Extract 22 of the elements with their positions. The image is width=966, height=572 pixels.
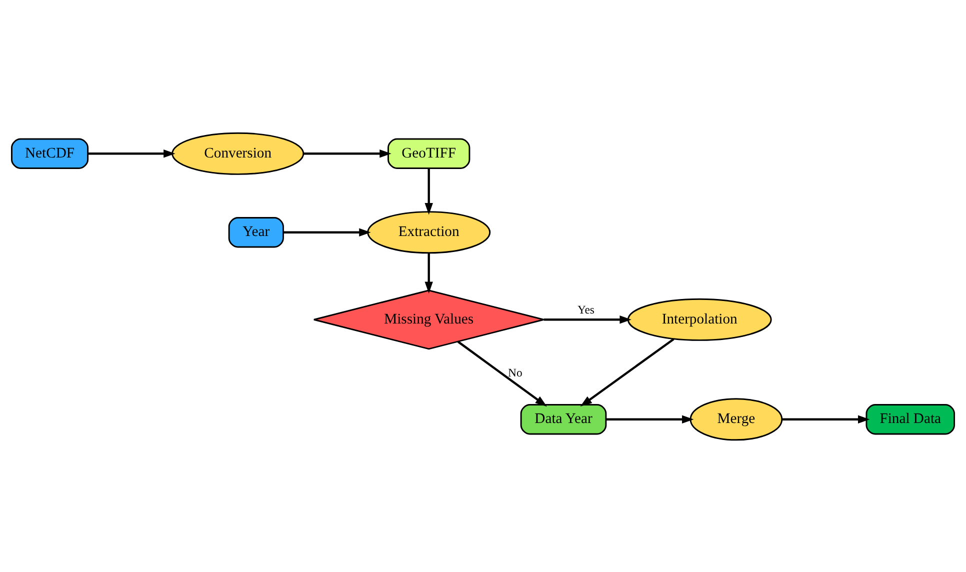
arrow [88,149,176,158]
edge-label: Yes [577,303,594,316]
arrow [544,315,632,324]
node-box: Data Year [520,404,607,434]
arrow [580,338,674,406]
arrow [424,168,433,214]
arrow [782,414,870,423]
node-ellipse: Merge [690,398,783,440]
arrow [283,228,371,236]
node-ellipse: Extraction [367,210,491,254]
node-diamond: Missing Values [313,289,544,350]
node-box: NetCDF [10,138,89,168]
arrow [457,340,547,406]
node-box: GeoTIFF [388,138,470,168]
arrow [304,149,392,158]
edge-label: No [508,366,522,380]
node-ellipse: Interpolation [627,298,772,340]
node-box: Year [228,216,284,248]
arrow [606,414,694,423]
arrow [424,252,433,293]
node-box: Final Data [866,404,956,434]
node-ellipse: Conversion [172,132,304,174]
